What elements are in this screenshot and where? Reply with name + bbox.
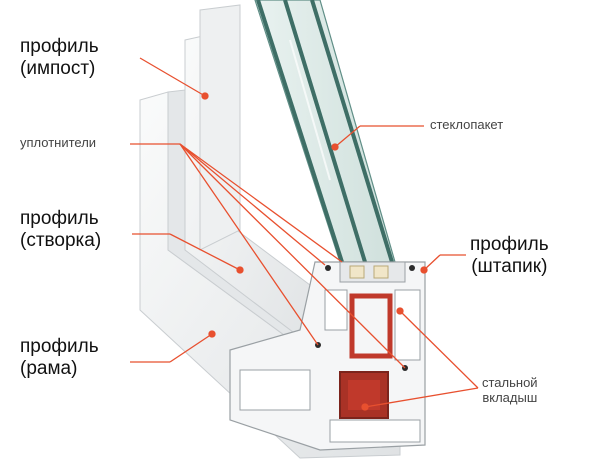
leader-frame-dot (208, 330, 216, 338)
leader-seals-4 (179, 143, 343, 263)
label-impost: профиль (импост) (20, 36, 99, 80)
leader-glass-b (334, 125, 361, 148)
label-steel-insert-line1: стальной (482, 375, 538, 390)
label-frame: профиль (рама) (20, 336, 99, 380)
leader-steel-1-dot (396, 307, 404, 315)
leader-bead-b (423, 254, 441, 271)
impost-profile-body (199, 4, 241, 251)
label-sash-line1: профиль (20, 208, 99, 229)
label-sash: профиль (створка) (20, 208, 101, 252)
label-impost-line2: (импост) (20, 57, 96, 79)
label-seals: уплотнители (20, 135, 97, 150)
leader-lines (130, 57, 479, 411)
leader-seals-1 (179, 143, 326, 266)
label-sash-line2: (створка) (20, 229, 102, 251)
label-glass-unit: стеклопакет (430, 117, 504, 132)
leader-seals-2 (179, 143, 319, 346)
label-bead: профиль (штапик) (470, 234, 549, 278)
leader-sash-b (169, 233, 241, 271)
cross-section (229, 261, 426, 451)
leader-glass-dot (331, 143, 339, 151)
label-bead-line1: профиль (470, 234, 549, 255)
leader-impost (139, 57, 206, 97)
leader-steel-2-dot (361, 403, 369, 411)
leader-seals-3 (179, 143, 406, 369)
leader-steel-2 (364, 387, 479, 408)
label-steel-insert: стальной вкладыш (482, 375, 538, 406)
leader-sash-dot (236, 266, 244, 274)
glass-unit (254, 0, 396, 263)
label-steel-insert-line2: вкладыш (482, 389, 538, 405)
leader-steel-1 (399, 310, 479, 389)
label-bead-line2: (штапик) (471, 255, 548, 277)
leader-impost-dot (201, 92, 209, 100)
label-impost-line1: профиль (20, 36, 99, 57)
label-frame-line1: профиль (20, 336, 99, 357)
leader-bead-dot (420, 266, 428, 274)
label-frame-line2: (рама) (20, 357, 78, 379)
leader-frame-b (169, 333, 213, 363)
